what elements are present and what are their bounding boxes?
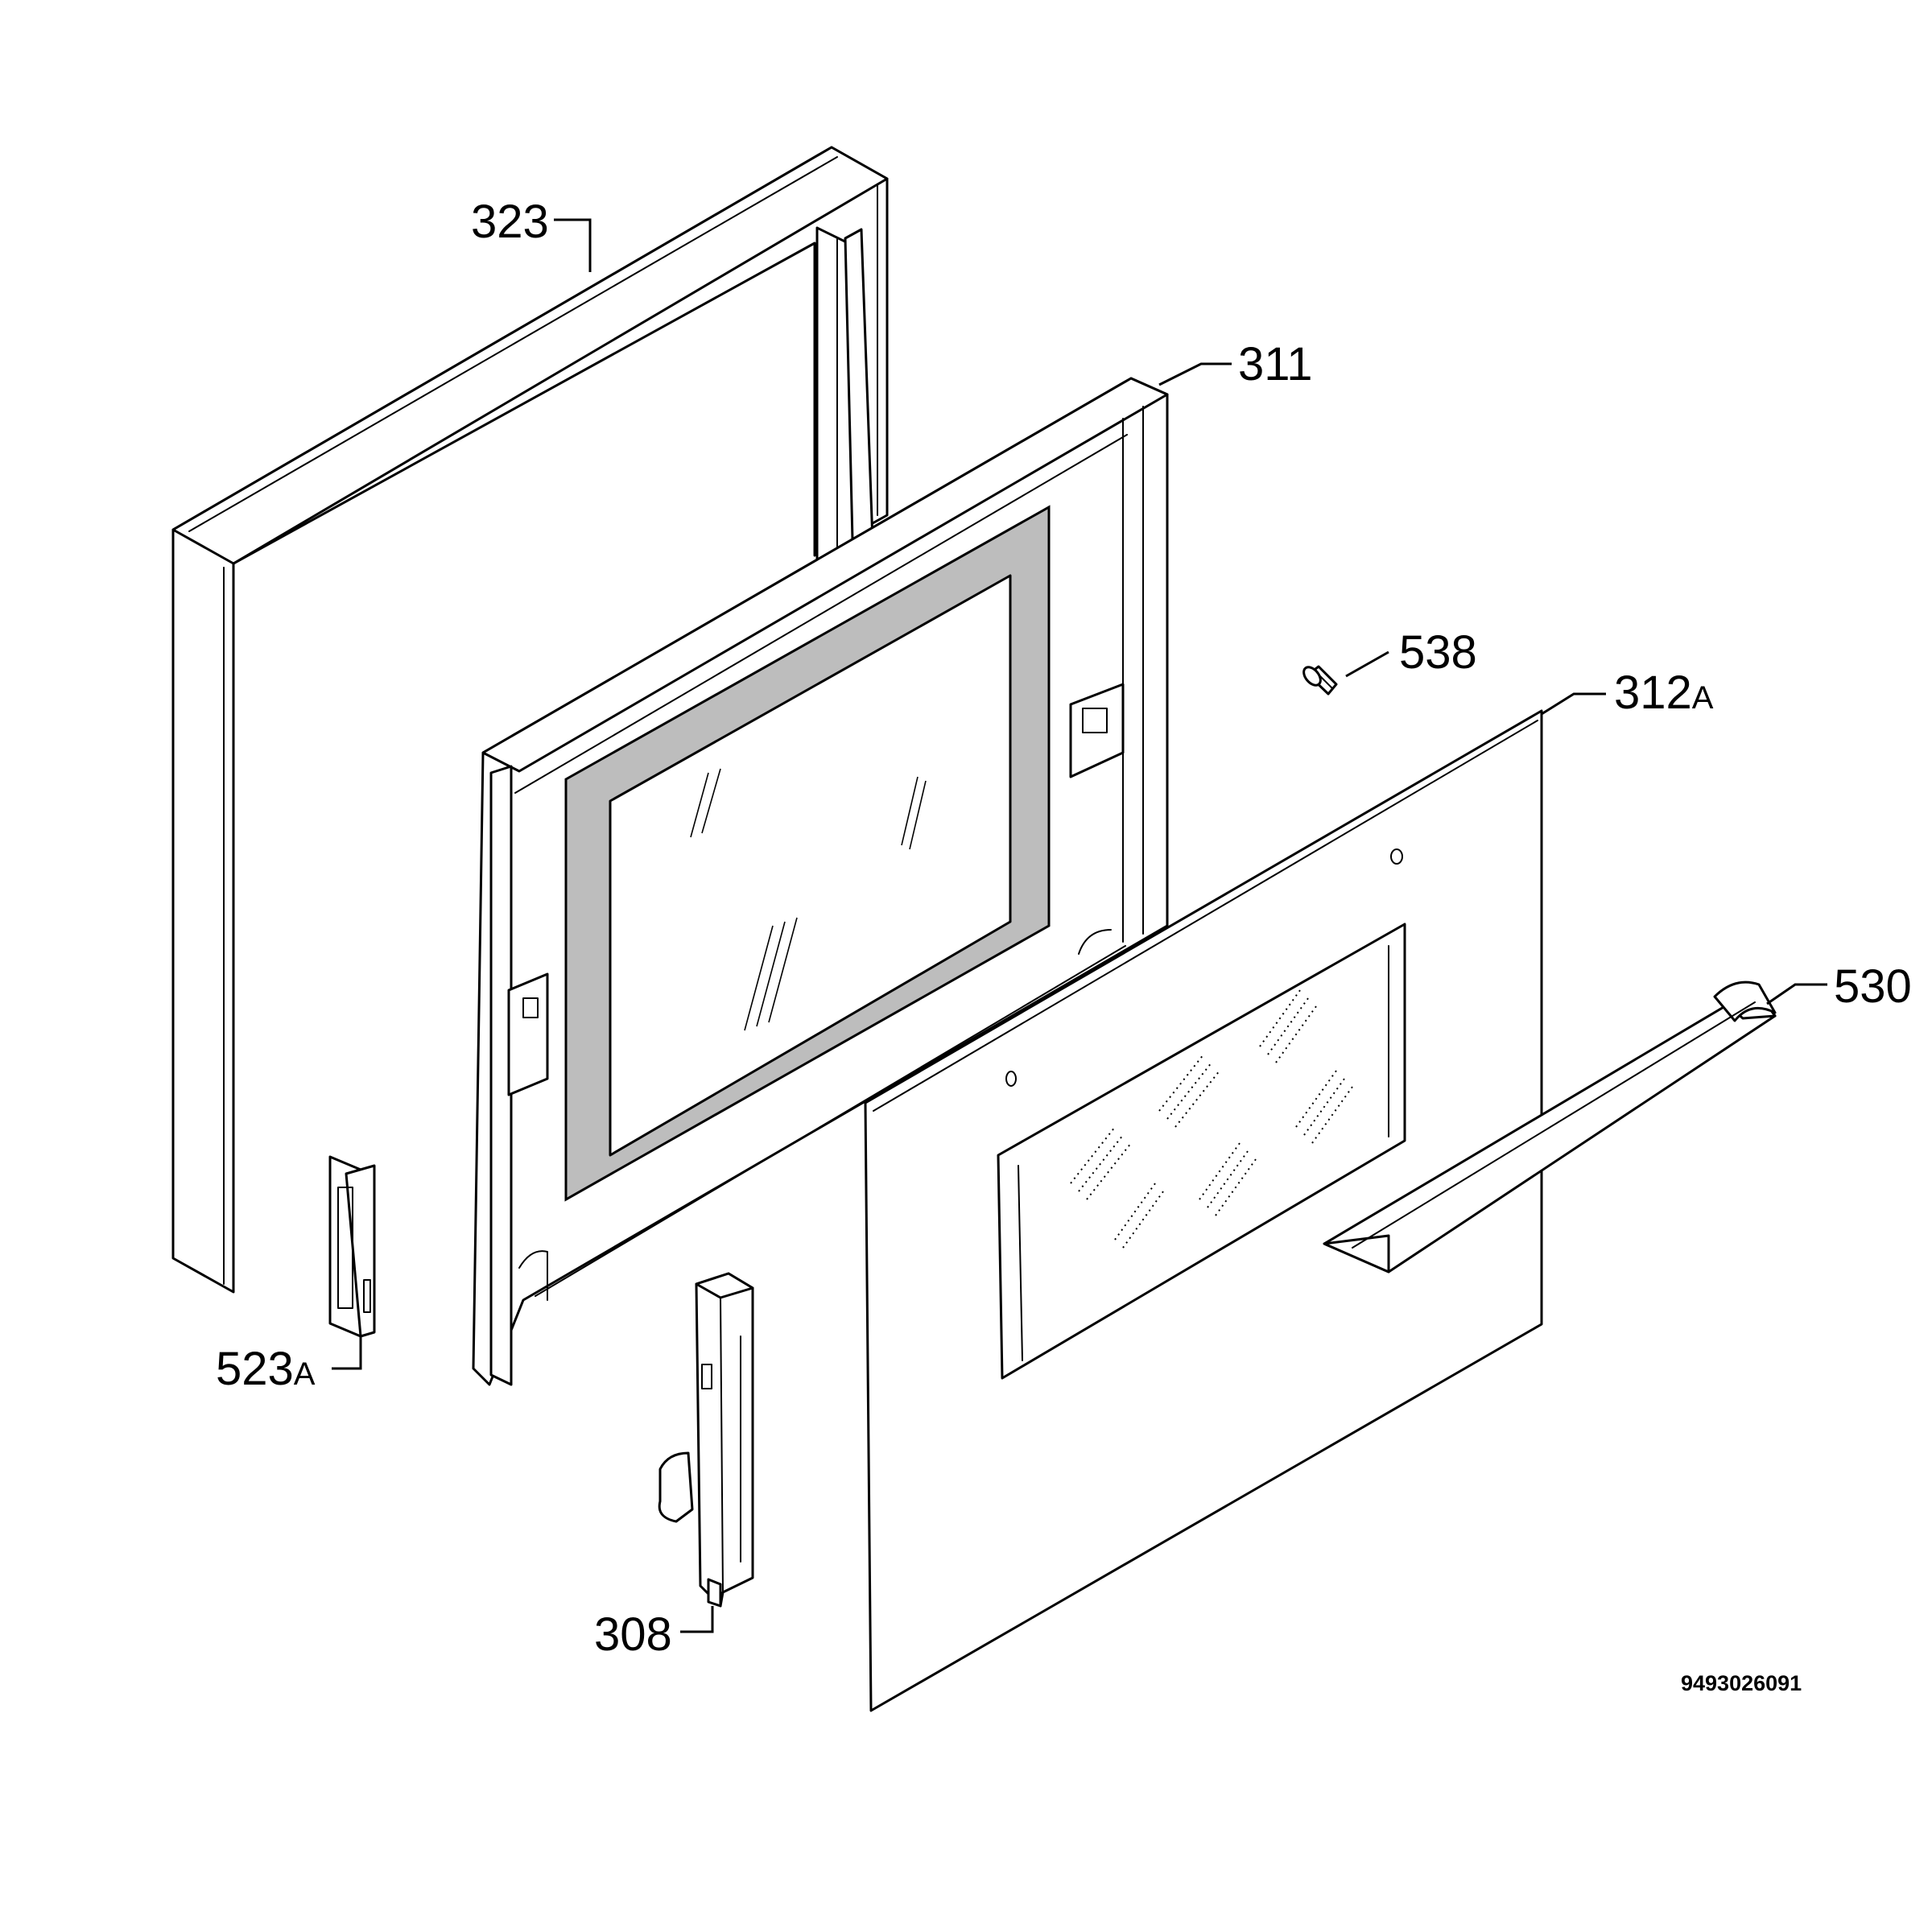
callout-323: 323 xyxy=(471,196,549,248)
part-530-door-handle[interactable] xyxy=(1323,980,1777,1274)
callout-311: 311 xyxy=(1238,338,1312,390)
part-523A-latch-bracket[interactable] xyxy=(328,1155,376,1338)
part-312A-outer-glass-panel[interactable] xyxy=(864,709,1543,1712)
callout-530: 530 xyxy=(1834,960,1912,1013)
leader-312A xyxy=(1541,692,1606,716)
part-311-inner-door-panel[interactable] xyxy=(472,377,1169,1386)
drawing-number: 9493026091 xyxy=(1681,1671,1802,1695)
part-538-screw[interactable] xyxy=(1301,664,1338,696)
callout-523A: 523A xyxy=(216,1343,316,1395)
part-308-hinge[interactable] xyxy=(658,1272,754,1608)
leader-523A xyxy=(332,1336,362,1370)
leader-323 xyxy=(554,218,592,272)
leader-530 xyxy=(1766,983,1827,1005)
leader-308 xyxy=(680,1606,714,1633)
callout-312A: 312A xyxy=(1614,667,1714,719)
callout-308: 308 xyxy=(594,1608,672,1661)
leader-311 xyxy=(1158,362,1232,386)
leader-lines xyxy=(332,218,1827,1633)
leader-538 xyxy=(1345,650,1389,678)
callout-538: 538 xyxy=(1399,626,1477,679)
